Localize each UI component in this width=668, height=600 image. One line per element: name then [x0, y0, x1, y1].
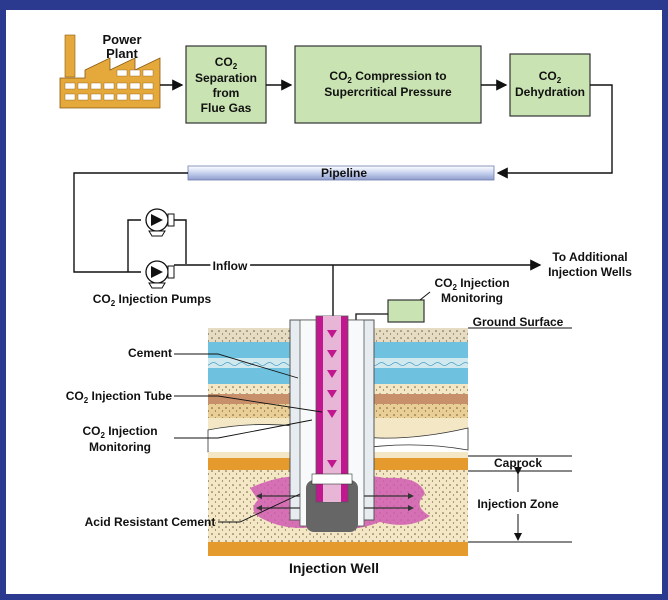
svg-text:CO2 Injection: CO2 Injection: [82, 424, 157, 440]
dehydration-line2: Dehydration: [515, 85, 585, 99]
separation-box: [185, 45, 267, 124]
svg-text:CO2 Injection Pumps: CO2 Injection Pumps: [93, 292, 212, 308]
separation-line2: Separation: [195, 71, 257, 85]
injection-well: [256, 315, 414, 532]
injection-zone-label: Injection Zone: [477, 497, 559, 511]
flow-return-line: [496, 84, 613, 179]
inflow-label: Inflow: [213, 259, 248, 273]
monitor-device: [387, 299, 425, 323]
dehydration-box: [509, 53, 591, 117]
pipeline-to-pump-line: [73, 172, 188, 273]
svg-text:CO2 Injection Tube: CO2 Injection Tube: [66, 389, 173, 405]
separation-co2: CO: [215, 55, 233, 69]
pump-icon-lower: [145, 260, 175, 289]
power-plant-label: Power: [102, 32, 141, 47]
to-additional-label: To Additional: [552, 250, 627, 264]
monitoring-label: CO: [82, 424, 100, 438]
injection-well-title: Injection Well: [289, 560, 379, 576]
monitoring-label-2: Monitoring: [89, 440, 151, 454]
compression-line2: Supercritical Pressure: [324, 85, 452, 99]
separation-line3: from: [213, 86, 240, 100]
pipeline-label: Pipeline: [321, 166, 367, 180]
cement-label: Cement: [128, 346, 172, 360]
compression-co2: CO: [329, 69, 347, 83]
separation-line4: Flue Gas: [201, 101, 252, 115]
monitor-top-label-2: Monitoring: [441, 291, 503, 305]
ground-surface-label: Ground Surface: [473, 315, 564, 329]
power-plant-icon: [59, 34, 161, 109]
pumps-label: CO: [93, 292, 111, 306]
pump-icon-upper: [145, 208, 175, 237]
svg-text:CO2 Injection: CO2 Injection: [434, 276, 509, 292]
monitor-top-label: CO: [434, 276, 452, 290]
tube-label: CO: [66, 389, 84, 403]
svg-text:CO2 Compression to: CO2 Compression to: [329, 69, 446, 85]
to-additional-label-2: Injection Wells: [548, 265, 632, 279]
acid-cement-label: Acid Resistant Cement: [85, 515, 216, 529]
dehydration-co2: CO: [539, 69, 557, 83]
svg-text:CO2: CO2: [215, 55, 238, 71]
svg-text:CO2: CO2: [539, 69, 562, 85]
power-plant-label-2: Plant: [106, 46, 138, 61]
caprock-label: Caprock: [494, 456, 542, 470]
